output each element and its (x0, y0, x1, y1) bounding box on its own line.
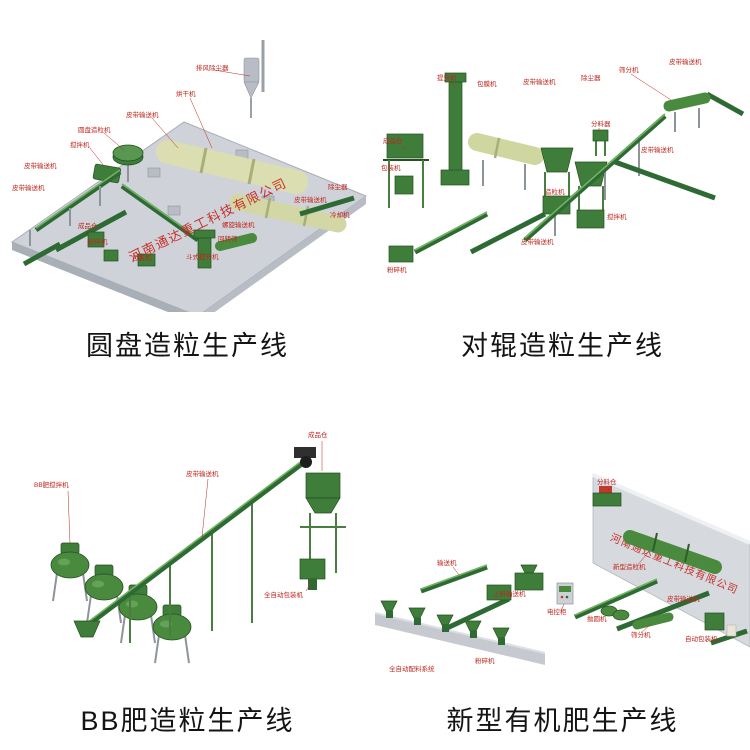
machine-label: 皮带输送机 (126, 110, 159, 119)
machine-label: 粉碎机 (88, 237, 108, 246)
machine-label: 分料仓 (597, 477, 617, 486)
machine-label: 成品仓 (308, 430, 328, 439)
screening-machine (663, 92, 711, 132)
machine-label: 新型造粒机 (613, 562, 646, 571)
disc-granulator (112, 144, 144, 182)
machine-label: 搅拌机 (607, 212, 627, 221)
machine-label: 筛分机 (619, 65, 639, 74)
bucket-elevator (440, 72, 470, 186)
panel-bb-fertilizer-line: BB肥搅拌机 皮带输送机 成品仓 全自动包装机 BB肥造粒生产线 (0, 375, 375, 750)
product-bin-platform (383, 133, 429, 208)
machine-label: 排风除尘器 (196, 63, 229, 72)
belt-conveyors (22, 169, 355, 267)
machine-label: 电控柜 (547, 607, 567, 616)
coating-drum (468, 133, 544, 190)
panel-roller-granulation-line: 成品仓 包装机 提升机 包膜机 皮带输送机 除尘器 筛分机 皮带输送机 分料器 … (375, 0, 750, 375)
machine-label: 包装机 (132, 253, 152, 262)
panel-caption-organic: 新型有机肥生产线 (446, 706, 679, 736)
back-wall (592, 473, 750, 648)
machine-label: 包膜机 (477, 79, 497, 88)
machine-label: 皮带输送机 (24, 161, 57, 170)
panel-caption-bb: BB肥造粒生产线 (80, 706, 295, 736)
machine-label: 斗式提升机 (186, 252, 219, 261)
machine-label: 成品仓 (383, 136, 403, 145)
machine-label: BB肥搅拌机 (34, 480, 69, 489)
panel-disc-granulation-line: 河南通达重工科技有限公司 排风除尘器 烘干机 皮带输送机 圆盘造粒机 搅拌机 皮… (0, 0, 375, 375)
machine-label: 皮带输送机 (521, 237, 554, 246)
polishing-machine (600, 605, 630, 621)
mixer-machine (576, 209, 605, 229)
machine-label: 除尘器 (328, 182, 348, 191)
panel-caption-disc: 圆盘造粒生产线 (86, 331, 289, 361)
machine-label: 粉碎机 (475, 656, 495, 665)
machine-label: 皮带输送机 (523, 77, 556, 86)
floor-strip (375, 612, 546, 665)
label-leader-lines (400, 73, 672, 151)
bucket-elevator (193, 229, 216, 269)
machine-label: 抛圆机 (587, 614, 607, 623)
packing-station (704, 612, 737, 637)
mixing-machine (514, 564, 544, 591)
machine-label: 搅拌机 (70, 140, 90, 149)
roller-granulation-illustration: 成品仓 包装机 提升机 包膜机 皮带输送机 除尘器 筛分机 皮带输送机 分料器 … (381, 57, 745, 274)
rotary-screen (215, 233, 257, 251)
granulator-drum (623, 530, 722, 574)
panel-organic-fertilizer-line: 河南通达重工科技有限公司 (375, 375, 750, 750)
screening-drum (632, 612, 674, 630)
product-silo (300, 472, 346, 573)
machine-label: 除尘器 (581, 73, 601, 82)
crusher-machine (388, 245, 414, 263)
machine-label: 成品仓 (78, 221, 98, 230)
machine-label: 皮带输送机 (294, 195, 327, 204)
belt-conveyors (413, 91, 745, 255)
machine-label: 冷却机 (330, 210, 350, 219)
conveyor-head-pulley (294, 447, 316, 468)
hopper-bins (540, 147, 608, 212)
machine-label: 分料器 (591, 119, 611, 128)
machine-labels: 成品仓 包装机 提升机 包膜机 皮带输送机 除尘器 筛分机 皮带输送机 分料器 … (381, 57, 702, 274)
product-bin-crusher-packer (87, 231, 156, 267)
label-leader-lines (67, 441, 323, 592)
machine-labels: 排风除尘器 烘干机 皮带输送机 圆盘造粒机 搅拌机 皮带输送机 皮带输送机 成品… (12, 63, 350, 262)
auto-packing-machine (299, 558, 326, 590)
control-cabinet (556, 582, 574, 605)
machine-label: 粉碎机 (387, 265, 407, 274)
machine-labels: BB肥搅拌机 皮带输送机 成品仓 全自动包装机 (34, 430, 328, 599)
distributor (592, 129, 609, 156)
machine-label: 烘干机 (176, 89, 196, 98)
bb-fertilizer-illustration: BB肥搅拌机 皮带输送机 成品仓 全自动包装机 (34, 430, 346, 664)
machine-label: 筛分机 (631, 630, 651, 639)
machine-label: 包装机 (381, 163, 401, 172)
feed-conveyors (420, 564, 511, 632)
machine-label: 螺旋输送机 (222, 220, 255, 229)
cyclone-dust-collector (243, 40, 265, 118)
inclined-belt-conveyor (73, 459, 305, 643)
machine-label: 回转筛 (218, 234, 238, 243)
machine-label: 圆盘造粒机 (78, 125, 111, 134)
label-leader-lines (89, 69, 251, 167)
machine-label: 输送机 (437, 558, 457, 567)
machine-label: 自动包装机 (685, 634, 718, 643)
label-leader-lines (452, 487, 652, 634)
machine-label: 提升机 (437, 73, 457, 82)
machine-label: 造粒机 (545, 187, 565, 196)
machine-label: 皮带输送机 (641, 145, 674, 154)
machine-label: 皮带输送机 (12, 183, 45, 192)
panel-caption-roller: 对辊造粒生产线 (461, 331, 664, 361)
transfer-conveyors (573, 578, 748, 646)
machine-label: 皮带输送机 (667, 594, 700, 603)
machine-label: 全自动包装机 (264, 590, 304, 599)
machine-label: 皮带输送机 (186, 469, 219, 478)
machine-label: 上料输送机 (493, 589, 526, 598)
disc-granulation-illustration: 河南通达重工科技有限公司 排风除尘器 烘干机 皮带输送机 圆盘造粒机 搅拌机 皮… (10, 40, 368, 312)
organic-fertilizer-illustration: 河南通达重工科技有限公司 (375, 473, 750, 673)
machine-label: 全自动配料系统 (389, 664, 435, 673)
machine-label: 皮带输送机 (669, 57, 702, 66)
dryer-drum (156, 140, 308, 194)
machine-labels: 分料仓 输送机 上料输送机 电控柜 新型造粒机 皮带输送机 抛圆机 筛分机 自动… (389, 477, 718, 673)
crusher-machine (486, 584, 512, 601)
